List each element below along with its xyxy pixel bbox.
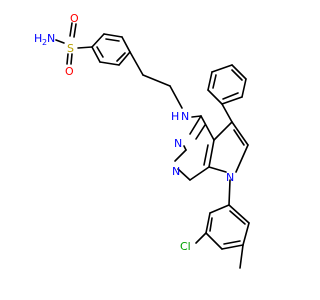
atom-labels: H 2 N S O O N H N N N Cl bbox=[34, 12, 234, 253]
atom-nh2-n: N bbox=[47, 32, 55, 45]
bond-s-ring bbox=[77, 46, 93, 49]
atom-pyrrole-n: N bbox=[226, 171, 234, 184]
atom-chlorine: Cl bbox=[180, 240, 191, 253]
atom-nh2-h: H bbox=[34, 32, 42, 45]
bond-ring-cl bbox=[195, 232, 207, 244]
bond-pyrrole-phenyl bbox=[221, 103, 233, 123]
atom-oxygen-bottom: O bbox=[65, 65, 74, 78]
atom-pyrimidine-n-top: N bbox=[174, 137, 182, 150]
atom-oxygen-top: O bbox=[70, 12, 79, 25]
atom-nh2-sub: 2 bbox=[42, 38, 47, 47]
bond-s-o-top bbox=[69, 22, 73, 37]
chlorotolyl-ring bbox=[205, 204, 250, 250]
atom-sulfur: S bbox=[67, 42, 74, 55]
bond-s-o-bottom bbox=[66, 53, 69, 65]
atom-pyrimidine-n-bottom: N bbox=[172, 165, 180, 178]
bond-nh-c4 bbox=[191, 115, 202, 118]
bonds bbox=[55, 22, 250, 269]
bond-ch2-nh bbox=[169, 85, 183, 109]
bond-n-aryl bbox=[228, 179, 231, 206]
bond-ring-ch2 bbox=[129, 51, 144, 76]
pyrrole-ring bbox=[208, 121, 249, 173]
bond-s-o-top-2 bbox=[73, 23, 77, 38]
bond-s-o-bottom-2 bbox=[70, 53, 73, 65]
atom-amine-n: N bbox=[181, 110, 189, 123]
pyrimidine-ring bbox=[174, 115, 215, 181]
bond-s-n bbox=[55, 39, 65, 44]
molecule-structure: H 2 N S O O N H N N N Cl bbox=[34, 12, 250, 269]
bond-ring-methyl bbox=[239, 244, 244, 269]
bond-ch2-ch2 bbox=[142, 74, 171, 87]
benzene-ring-1 bbox=[91, 33, 131, 66]
atom-amine-h: H bbox=[171, 110, 179, 123]
phenyl-ring bbox=[207, 64, 247, 105]
